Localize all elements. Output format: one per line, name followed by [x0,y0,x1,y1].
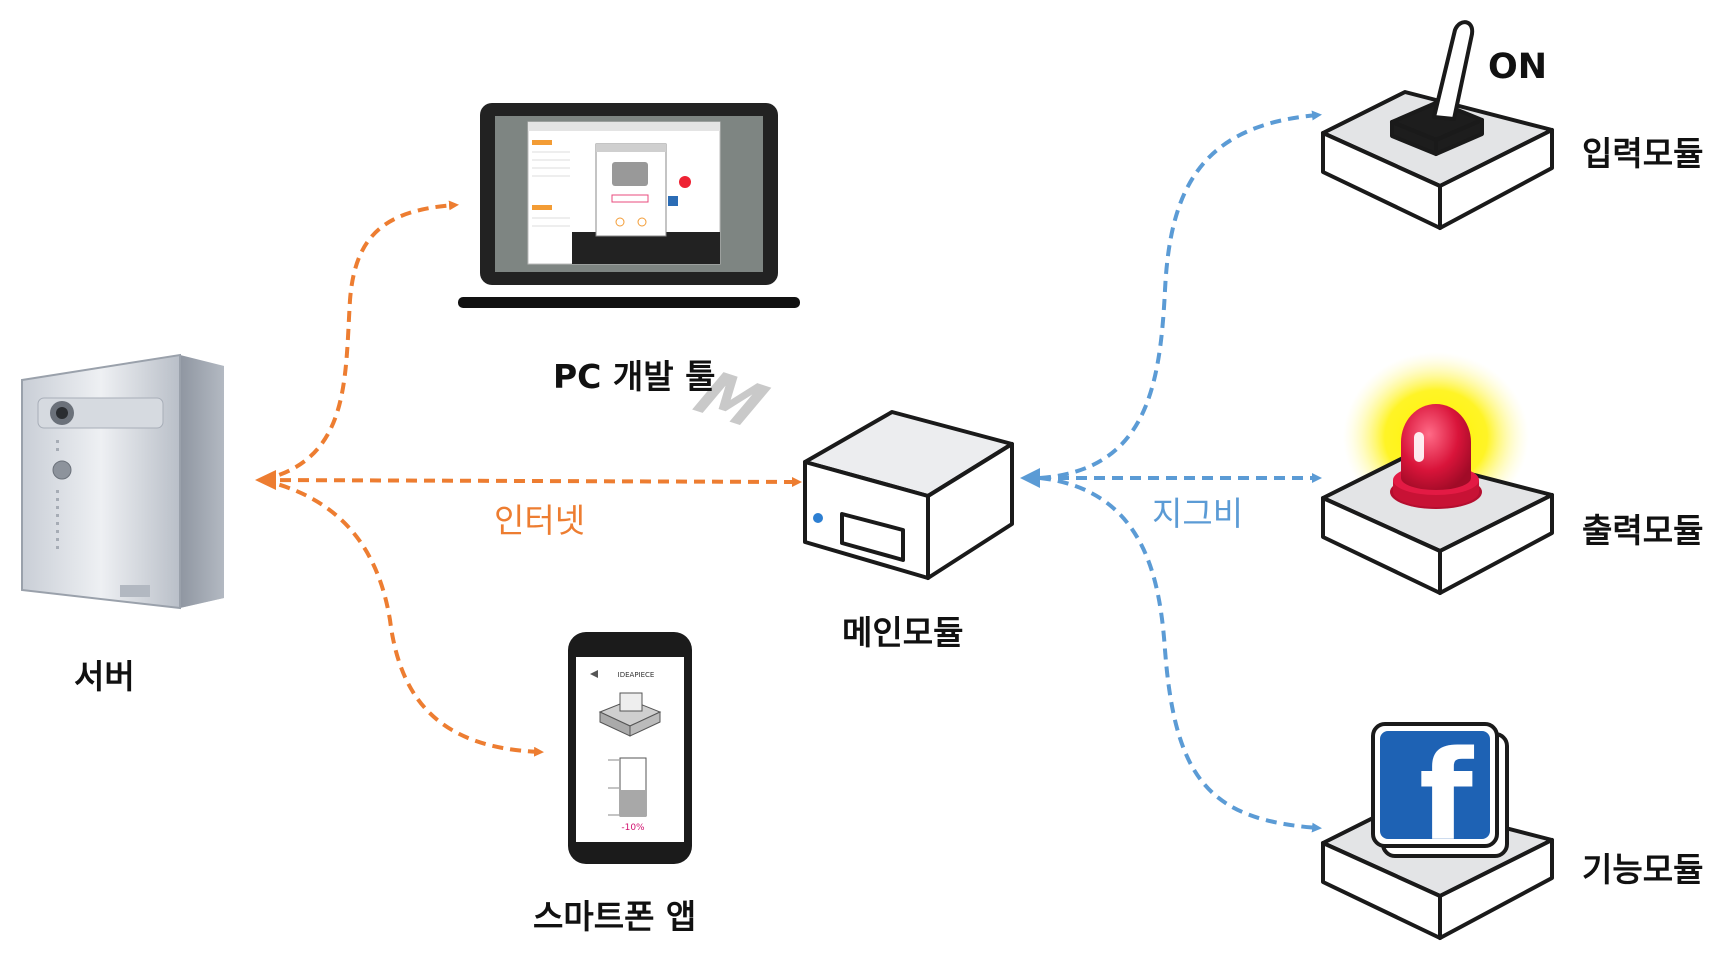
edge-server-to-phone [261,478,544,757]
main-module-icon: M [676,361,1014,580]
edge-server-to-main [261,476,802,487]
edge-main-to-input [1039,110,1322,480]
function-module-icon: f [1321,722,1554,940]
switch-on-label: ON [1488,47,1547,87]
phone-app-title: IDEAPIECE [618,671,655,679]
function-module-label: 기능모듈 [1582,850,1704,889]
smartphone-icon: IDEAPIECE -10% [568,632,692,864]
main-arrowhead [1020,468,1040,488]
main-module-label: 메인모듈 [842,613,964,652]
pc-tool-label: PC 개발 툴 [553,357,716,396]
zigbee-connections [1039,110,1322,833]
zigbee-label: 지그비 [1152,494,1244,533]
internet-connections [261,200,802,757]
edge-main-to-function [1039,476,1322,833]
server-icon [21,353,224,610]
smartphone-app-label: 스마트폰 앱 [533,897,697,936]
input-module-label: 입력모듈 [1582,134,1704,173]
server-arrowhead [255,470,276,490]
output-module-label: 출력모듈 [1582,511,1704,550]
phone-percent-readout: -10% [621,823,645,833]
input-module-icon: ON [1321,20,1554,230]
internet-label: 인터넷 [494,501,586,540]
edge-server-to-pc [261,200,459,482]
output-module-icon [1321,352,1554,595]
laptop-icon [458,103,800,308]
server-label: 서버 [74,657,135,696]
facebook-logo: f [1419,725,1475,869]
